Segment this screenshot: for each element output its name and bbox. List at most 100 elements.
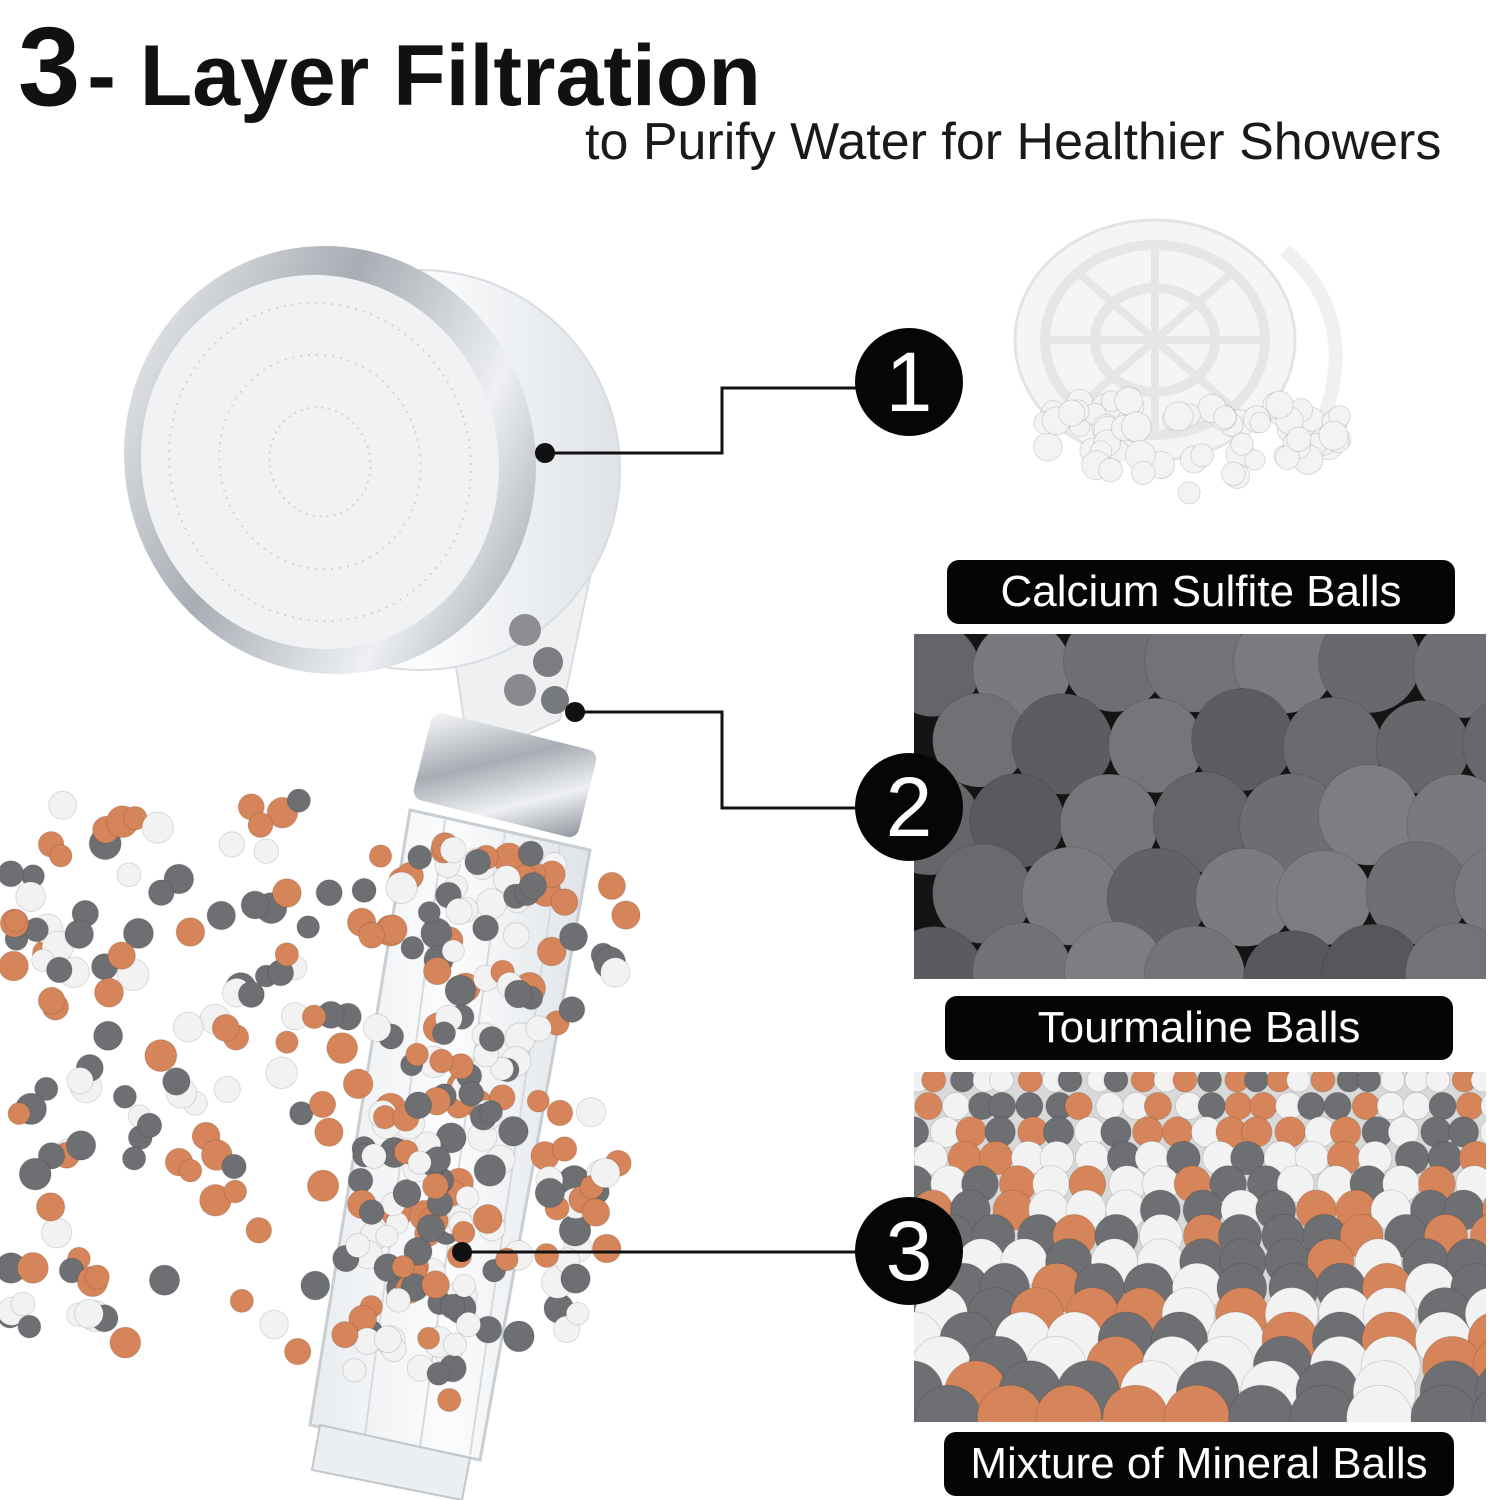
- mineral-ball: [206, 900, 237, 931]
- mineral-ball: [301, 1004, 327, 1030]
- mineral-ball: [559, 922, 588, 952]
- mineral-ball: [162, 1067, 191, 1096]
- mineral-mix-ball: [1376, 1091, 1405, 1121]
- mineral-ball: [48, 790, 78, 820]
- mineral-ball: [351, 877, 377, 903]
- mineral-ball: [275, 1030, 299, 1054]
- calcium-ball: [1121, 411, 1152, 443]
- mineral-mix-ball: [1064, 1091, 1093, 1121]
- mineral-ball: [178, 1158, 203, 1183]
- mineral-mix-ball: [1470, 1072, 1486, 1093]
- mineral-ball: [3, 909, 28, 933]
- mineral-mix-ball: [1243, 1072, 1269, 1093]
- mineral-ball: [122, 1146, 147, 1171]
- mineral-mix-ball: [1249, 1091, 1278, 1121]
- mineral-ball: [74, 1298, 104, 1329]
- title-text: - Layer Filtration: [87, 28, 761, 124]
- mineral-ball: [358, 921, 386, 949]
- cartridge-ball: [407, 1150, 432, 1175]
- mineral-ball: [368, 844, 393, 868]
- mineral-ball: [417, 901, 441, 924]
- layer-2-label: Tourmaline Balls: [945, 996, 1453, 1060]
- cartridge-ball: [391, 1255, 415, 1279]
- mineral-mix-ball: [1057, 1072, 1083, 1093]
- mineral-balls-scatter: [0, 788, 641, 1413]
- mineral-mix-ball: [1351, 1091, 1380, 1121]
- mineral-ball: [342, 1068, 374, 1100]
- mineral-mix-ball: [1017, 1072, 1043, 1093]
- cartridge-ball: [421, 1270, 450, 1299]
- mineral-ball: [10, 1291, 36, 1317]
- mineral-ball: [237, 981, 265, 1008]
- cartridge-ball: [385, 1287, 411, 1313]
- mineral-ball: [576, 1097, 607, 1128]
- mineral-ball: [611, 900, 641, 930]
- mineral-ball: [551, 1136, 578, 1162]
- calcium-ball: [1098, 457, 1123, 483]
- mineral-mix-ball: [1224, 1091, 1253, 1121]
- mineral-ball: [308, 1090, 337, 1119]
- mineral-ball: [122, 917, 154, 949]
- mineral-ball: [148, 879, 175, 907]
- mineral-ball: [245, 1217, 273, 1244]
- page-title: 3 - Layer Filtration: [18, 2, 761, 131]
- mineral-ball: [7, 1102, 31, 1126]
- cartridge-ball: [441, 939, 465, 963]
- cartridge-ball: [445, 897, 473, 926]
- mineral-ball: [400, 935, 425, 960]
- mineral-ball: [141, 811, 174, 844]
- calcium-ball: [1130, 460, 1156, 486]
- cartridge-ball: [439, 1293, 466, 1320]
- mineral-ball: [175, 917, 206, 947]
- calcium-ball: [1244, 449, 1266, 471]
- mineral-ball: [597, 871, 627, 901]
- mineral-mix-ball: [1197, 1091, 1226, 1121]
- mineral-ball: [392, 1179, 422, 1208]
- mineral-mix-ball: [1143, 1091, 1172, 1121]
- cartridge-ball: [458, 1080, 485, 1107]
- mineral-mix-ball: [1356, 1072, 1382, 1093]
- mineral-ball: [600, 957, 631, 988]
- mineral-ball: [37, 986, 66, 1015]
- mineral-ball: [49, 844, 73, 868]
- tourmaline-ball: [1462, 702, 1486, 786]
- mineral-ball: [503, 922, 530, 949]
- shower-head-image: [0, 200, 900, 1500]
- mineral-ball: [591, 1233, 622, 1264]
- cartridge-ball: [437, 1387, 462, 1413]
- mineral-ball: [534, 1177, 566, 1209]
- mineral-ball: [581, 1198, 611, 1227]
- mineral-ball: [286, 788, 311, 813]
- mineral-ball: [590, 1157, 621, 1189]
- mineral-ball: [0, 860, 25, 888]
- mineral-mix-ball: [1428, 1091, 1457, 1121]
- mineral-ball: [94, 977, 124, 1008]
- mineral-mix-ball: [1380, 1072, 1405, 1093]
- mineral-ball: [536, 936, 567, 967]
- tourmaline-ball: [1242, 930, 1343, 979]
- mineral-ball: [558, 996, 586, 1023]
- cartridge-ball: [464, 848, 492, 876]
- cartridge-ball: [404, 1091, 433, 1120]
- mineral-ball: [473, 1154, 507, 1187]
- mineral-ball: [525, 1015, 553, 1042]
- mineral-ball: [148, 1264, 181, 1296]
- cartridge-ball: [519, 872, 547, 900]
- layer-3-label: Mixture of Mineral Balls: [944, 1432, 1454, 1496]
- mineral-ball: [259, 1309, 289, 1340]
- mineral-ball: [112, 1084, 137, 1109]
- mineral-ball: [65, 1130, 97, 1161]
- cartridge-ball: [429, 1048, 454, 1074]
- cartridge-ball: [426, 1361, 451, 1386]
- mineral-ball: [296, 915, 321, 939]
- mineral-mix-ball: [1480, 1094, 1486, 1118]
- mineral-ball: [17, 1252, 49, 1284]
- mineral-mix-ball: [1297, 1091, 1326, 1121]
- mineral-mix-ball: [914, 1140, 948, 1176]
- mineral-mix-ball: [1103, 1072, 1129, 1093]
- mineral-ball: [93, 1020, 124, 1051]
- cartridge-ball: [416, 1214, 445, 1243]
- mineral-ball: [534, 1243, 560, 1268]
- mineral-ball: [565, 1301, 590, 1326]
- mineral-mix-ball: [1323, 1091, 1352, 1121]
